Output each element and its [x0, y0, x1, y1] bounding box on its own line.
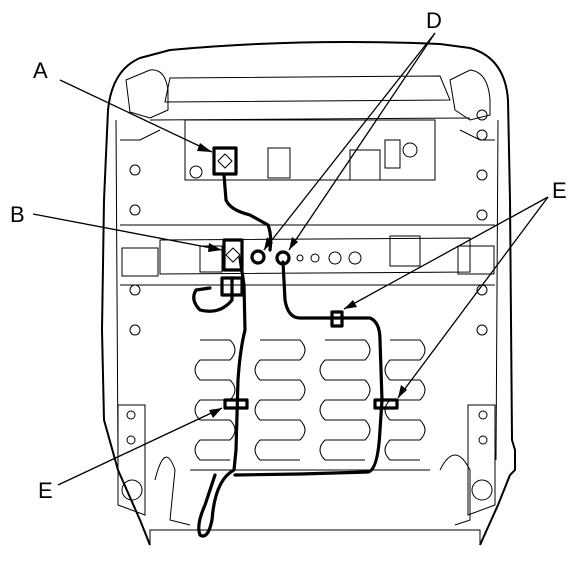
clips-d	[250, 249, 291, 266]
callout-a: A	[33, 58, 48, 83]
callout-b: B	[10, 202, 25, 227]
seat-frame	[100, 41, 516, 546]
connector-b	[222, 238, 244, 272]
connector-a	[212, 146, 238, 176]
harness-wires	[192, 173, 384, 538]
callout-e-left: E	[38, 478, 53, 503]
cross-members	[120, 119, 495, 286]
s-springs	[190, 339, 430, 471]
callout-e-right: E	[552, 178, 567, 203]
callout-d: D	[426, 8, 442, 33]
leader-lines	[32, 32, 549, 486]
clips-e	[223, 310, 399, 410]
